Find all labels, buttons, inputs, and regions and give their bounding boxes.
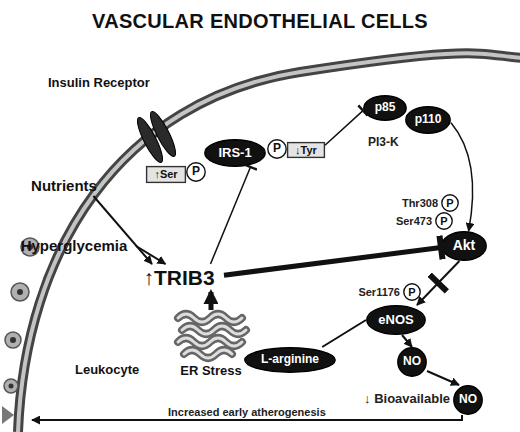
connector bbox=[208, 292, 213, 310]
node-ellipse bbox=[398, 348, 426, 376]
edge-label: Increased early atherogenesis bbox=[168, 406, 326, 418]
phospho-circle: P bbox=[435, 212, 453, 230]
no-circle: NO bbox=[453, 385, 483, 415]
enzyme-ellipse: eNOS bbox=[366, 305, 426, 335]
figure-title: VASCULAR ENDOTHELIAL CELLS bbox=[0, 10, 520, 33]
no-label: NO bbox=[403, 355, 421, 368]
receptor-subunit bbox=[146, 109, 179, 159]
cell-membrane-inner bbox=[18, 53, 520, 432]
phospho-label: P bbox=[273, 142, 281, 155]
insulin-receptor-symbol bbox=[133, 109, 179, 165]
node-ellipse bbox=[404, 284, 420, 300]
node-ellipse bbox=[187, 163, 205, 181]
phospho-label: P bbox=[192, 165, 200, 178]
protein-label: IRS-1 bbox=[218, 146, 251, 160]
er-stress-label: ER Stress bbox=[180, 364, 241, 378]
stimulus-label: Nutrients bbox=[31, 178, 97, 195]
receptor-node: Insulin Receptor bbox=[138, 112, 172, 168]
subunit-ellipse: p110 bbox=[405, 106, 451, 134]
node-ellipse bbox=[454, 386, 482, 414]
leukocyte-fragment bbox=[2, 406, 14, 424]
leukocyte-nucleus bbox=[17, 289, 23, 295]
subunit-ellipse: p85 bbox=[363, 95, 407, 121]
no-circle: NO bbox=[397, 347, 427, 377]
phospho-label: P bbox=[408, 286, 415, 298]
er-fold bbox=[184, 350, 232, 358]
leukocyte-nucleus bbox=[9, 384, 14, 389]
node-ellipse bbox=[205, 140, 265, 166]
connector bbox=[451, 123, 473, 231]
receptor-label: Insulin Receptor bbox=[48, 76, 168, 90]
er-fold bbox=[178, 314, 242, 322]
node-ellipse bbox=[245, 348, 335, 372]
protein-ellipse: IRS-1 bbox=[204, 139, 266, 167]
phospho-circle: P bbox=[403, 283, 421, 301]
node-ellipse bbox=[367, 306, 425, 334]
stimulus-label: Hyperglycemia bbox=[21, 238, 128, 255]
node-ellipse bbox=[442, 232, 486, 260]
er-fold bbox=[182, 326, 246, 334]
node-ellipse bbox=[442, 195, 458, 211]
protein-label: Akt bbox=[453, 238, 476, 253]
node-rect bbox=[147, 167, 186, 183]
no-label: NO bbox=[459, 393, 477, 406]
protein-ellipse: Akt bbox=[441, 231, 487, 261]
residue-name: Ser473 bbox=[384, 215, 432, 227]
connector bbox=[427, 371, 459, 385]
connector bbox=[417, 261, 459, 305]
leukocyte-node: Leukocyte bbox=[2, 235, 32, 425]
leukocyte-cells bbox=[2, 238, 39, 424]
substrate-ellipse: L-arginine bbox=[244, 347, 336, 373]
leukocyte-cell bbox=[4, 379, 18, 393]
endoplasmic-reticulum bbox=[178, 314, 246, 358]
er-fold bbox=[178, 338, 242, 346]
leukocyte-nucleus bbox=[10, 337, 16, 343]
residue-box: ↑Ser bbox=[146, 166, 186, 183]
status-note: ↓ Bioavailable bbox=[338, 392, 450, 406]
residue-name: Ser1176 bbox=[348, 286, 400, 298]
stimulus-node: Nutrients bbox=[22, 176, 106, 196]
connector bbox=[322, 320, 366, 347]
substrate-label: L-arginine bbox=[261, 353, 319, 366]
node-rect bbox=[288, 143, 325, 158]
connector bbox=[325, 111, 363, 146]
key-protein-node: ↑TRIB3 bbox=[134, 264, 224, 292]
leukocyte-label: Leukocyte bbox=[75, 363, 155, 377]
connector bbox=[211, 167, 251, 264]
phospho-label: P bbox=[446, 197, 453, 209]
phospho-label: P bbox=[440, 215, 447, 227]
connector bbox=[224, 248, 441, 276]
node-ellipse bbox=[406, 107, 450, 133]
enzyme-label: eNOS bbox=[378, 313, 413, 327]
phospho-circle: P bbox=[441, 194, 459, 212]
er-fold-inner bbox=[182, 326, 246, 334]
node-ellipse bbox=[268, 140, 286, 158]
subunit-label: p110 bbox=[415, 113, 442, 126]
er-fold-inner bbox=[178, 314, 242, 322]
cell-membrane bbox=[18, 53, 520, 432]
leukocyte-cell bbox=[5, 332, 21, 348]
subunit-label: p85 bbox=[375, 101, 396, 114]
er-fold-inner bbox=[178, 338, 242, 346]
node-ellipse bbox=[364, 96, 406, 120]
residue-box: ↓Tyr bbox=[287, 142, 325, 158]
stimulus-node: Hyperglycemia bbox=[12, 236, 136, 256]
residue-label: ↓Tyr bbox=[295, 144, 317, 156]
connector bbox=[402, 335, 412, 347]
phospho-circle: P bbox=[267, 139, 287, 159]
connector bbox=[93, 196, 152, 264]
connector bbox=[136, 246, 166, 264]
key-protein-label: ↑TRIB3 bbox=[143, 266, 214, 289]
er-fold-inner bbox=[184, 350, 232, 358]
residue-name: Thr308 bbox=[390, 197, 438, 209]
phospho-circle: P bbox=[186, 162, 206, 182]
complex-name: PI3-K bbox=[368, 136, 418, 149]
leukocyte-cell bbox=[11, 283, 29, 301]
node-ellipse bbox=[436, 213, 452, 229]
er-stress-node: ER Stress bbox=[170, 310, 252, 378]
residue-label: ↑Ser bbox=[154, 168, 177, 180]
